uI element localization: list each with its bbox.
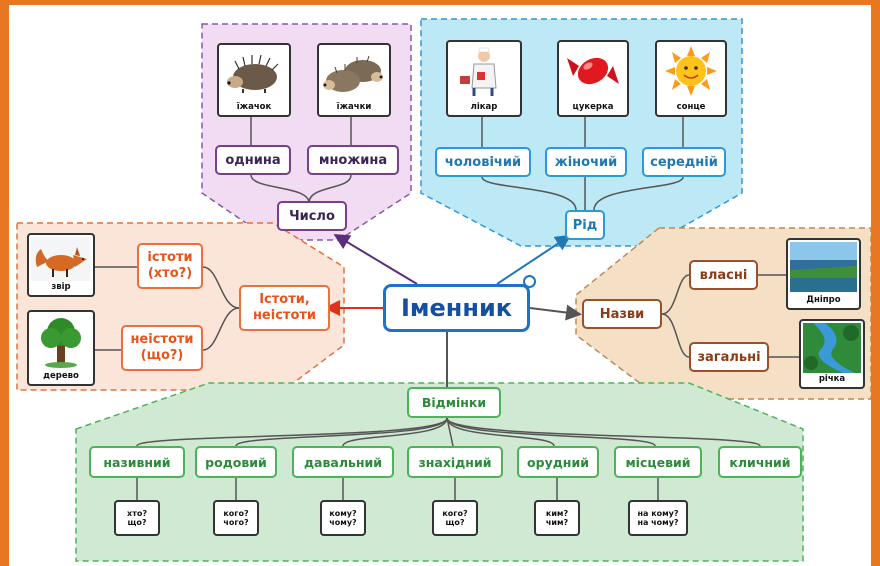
case-question-locative: на кому? на чому? — [628, 500, 688, 536]
fox-caption: звір — [51, 282, 71, 292]
river-dnipro-icon — [790, 242, 857, 292]
sun-picture: сонце — [655, 40, 727, 117]
tree-picture: дерево — [27, 310, 95, 386]
case-genitive[interactable]: родовий — [195, 446, 277, 478]
case-question-accusative: кого? що? — [432, 500, 478, 536]
hedgehogs-icon — [323, 55, 383, 92]
animate-node-line2: (хто?) — [147, 266, 193, 281]
dnipro-caption: Дніпро — [806, 295, 841, 305]
case-question-dative: кому? чому? — [320, 500, 366, 536]
animacy-topic-line2: неістоти — [252, 308, 317, 323]
river-caption: річка — [818, 374, 846, 384]
plural-node[interactable]: множина — [307, 145, 399, 175]
fox-picture: звір — [27, 233, 95, 297]
animate-node-line1: істоти — [147, 250, 193, 265]
inanimate-node-line1: неістоти — [130, 332, 194, 347]
central-topic-noun[interactable]: Іменник — [383, 284, 530, 332]
candy-caption: цукерка — [572, 102, 614, 112]
tree-caption: дерево — [43, 371, 79, 381]
cases-topic[interactable]: Відмінки — [407, 387, 501, 418]
doctor-caption: лікар — [470, 102, 498, 112]
common-node[interactable]: загальні — [689, 342, 769, 372]
masculine-node[interactable]: чоловічий — [435, 147, 531, 177]
hedgehog-icon — [227, 54, 279, 93]
hedgehogs-picture: їжачки — [317, 43, 391, 117]
inanimate-node-line2: (що?) — [140, 348, 184, 363]
case-question-nominative: хто? що? — [114, 500, 160, 536]
sun-icon — [665, 46, 717, 96]
case-dative[interactable]: давальний — [292, 446, 394, 478]
names-topic[interactable]: Назви — [582, 299, 662, 329]
proper-node[interactable]: власні — [689, 260, 758, 290]
animacy-group-bg — [16, 222, 345, 391]
fox-icon — [31, 237, 91, 281]
river-picture: річка — [799, 319, 865, 389]
animate-node[interactable]: істоти (хто?) — [137, 243, 203, 289]
neuter-node[interactable]: середній — [642, 147, 726, 177]
tree-icon — [41, 318, 81, 368]
animacy-topic[interactable]: Істоти, неістоти — [239, 285, 330, 331]
case-question-instrumental: ким? чим? — [534, 500, 580, 536]
case-question-genitive: кого? чого? — [213, 500, 259, 536]
case-accusative[interactable]: знахідний — [407, 446, 503, 478]
hedgehogs-caption: їжачки — [336, 102, 372, 112]
hedgehog-caption: їжачок — [236, 102, 272, 112]
case-vocative[interactable]: кличний — [718, 446, 802, 478]
sun-caption: сонце — [676, 102, 706, 112]
case-locative[interactable]: місцевий — [614, 446, 702, 478]
candy-icon — [567, 57, 619, 85]
candy-picture: цукерка — [557, 40, 629, 117]
doctor-picture: лікар — [446, 40, 522, 117]
hedgehog-picture: їжачок — [217, 43, 291, 117]
inanimate-node[interactable]: неістоти (що?) — [121, 325, 203, 371]
case-nominative[interactable]: називний — [89, 446, 185, 478]
river-icon — [803, 323, 861, 373]
feminine-node[interactable]: жіночий — [545, 147, 627, 177]
singular-node[interactable]: однина — [215, 145, 291, 175]
dnipro-picture: Дніпро — [786, 238, 861, 310]
number-topic[interactable]: Число — [277, 201, 347, 231]
central-topic-handle[interactable] — [523, 275, 536, 288]
case-instrumental[interactable]: орудний — [517, 446, 599, 478]
doctor-icon — [460, 47, 497, 96]
gender-topic[interactable]: Рід — [565, 210, 605, 240]
animacy-topic-line1: Істоти, — [259, 292, 310, 307]
